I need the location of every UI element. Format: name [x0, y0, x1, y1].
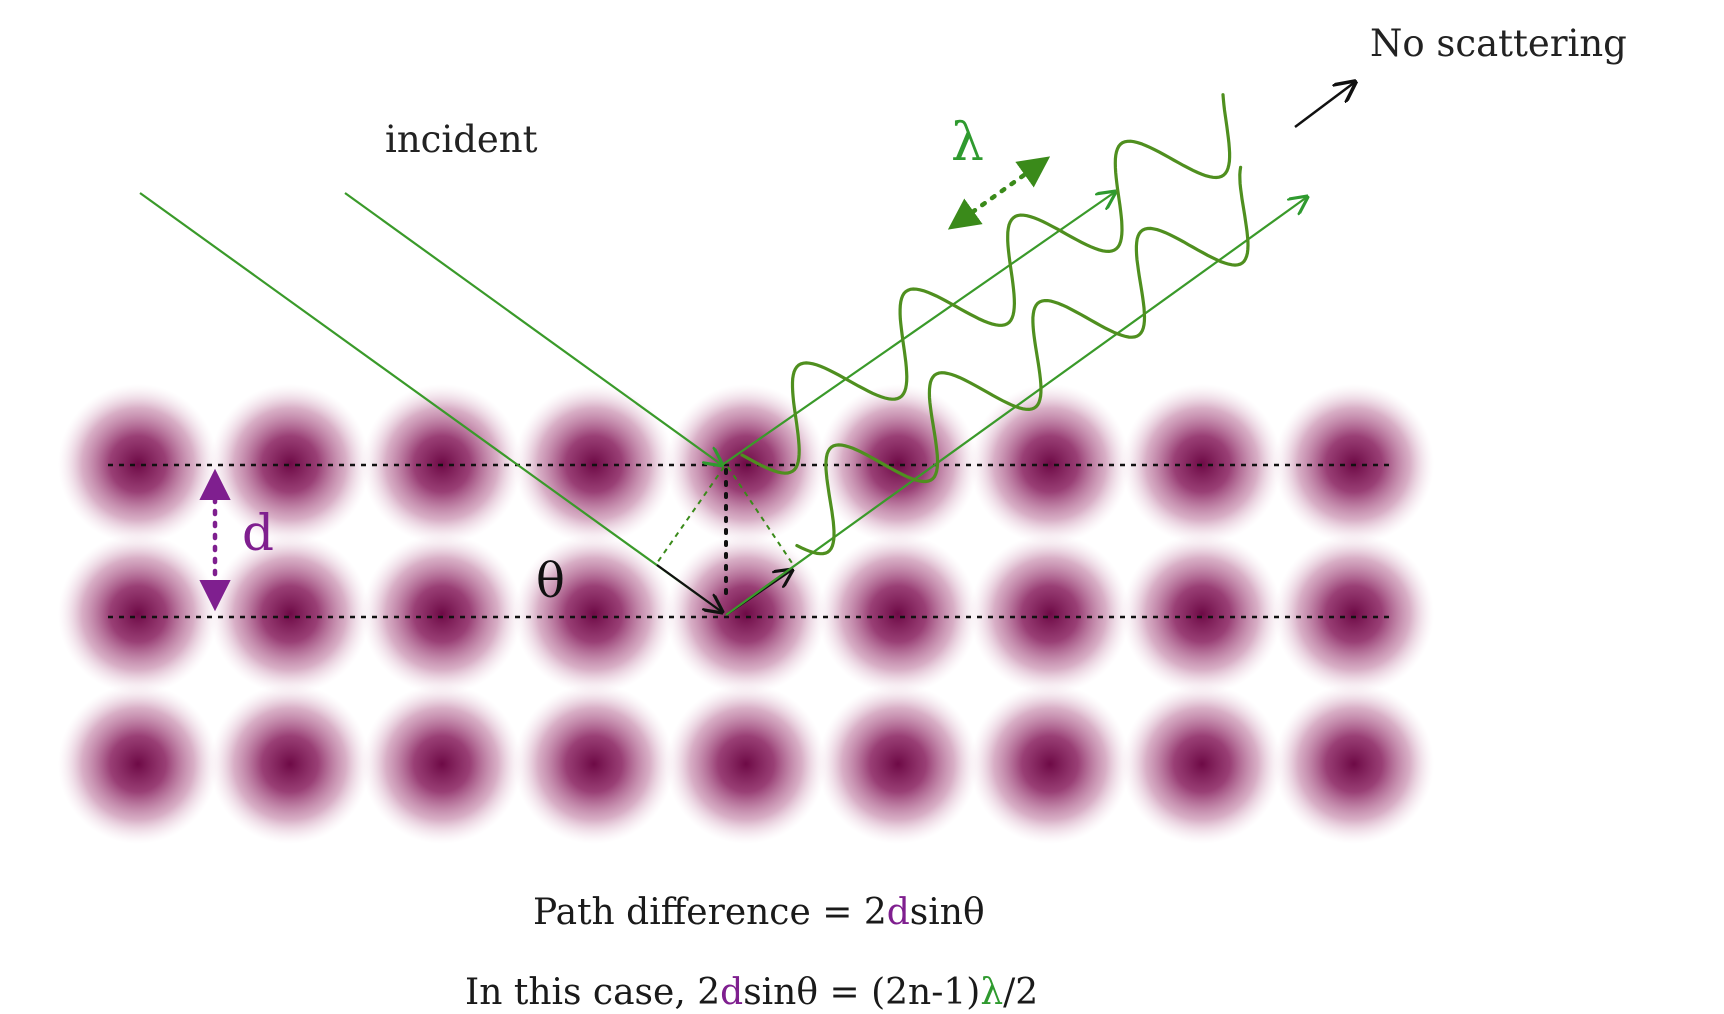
scattered-wave-2 [795, 165, 1250, 556]
condition-middle: sinθ = (2n-1) [743, 972, 980, 1013]
condition-formula: In this case, 2dsinθ = (2n-1)λ/2 [465, 972, 1038, 1013]
atom [210, 534, 370, 694]
atom [1122, 534, 1282, 694]
atom [362, 534, 522, 694]
condition-lambda: λ [980, 972, 1003, 1013]
atom [666, 684, 826, 844]
atom [58, 684, 218, 844]
scattered-ray-1 [721, 192, 1115, 466]
atom [970, 534, 1130, 694]
atom [362, 684, 522, 844]
double-arrow-lambda-icon [947, 156, 1051, 230]
atom [58, 384, 218, 544]
atom [210, 684, 370, 844]
d-label: d [242, 504, 274, 562]
atom [818, 384, 978, 544]
path-difference-d: d [887, 892, 910, 933]
atom [514, 684, 674, 844]
atom [210, 384, 370, 544]
atom [58, 534, 218, 694]
theta-label: θ [536, 553, 565, 609]
atom [970, 684, 1130, 844]
path-difference-suffix: sinθ [910, 892, 985, 933]
lambda-label: λ [951, 113, 984, 173]
atom [818, 684, 978, 844]
condition-prefix: In this case, 2 [465, 972, 720, 1013]
outgoing-arrow-icon [1294, 82, 1355, 128]
path-difference-formula: Path difference = 2dsinθ [533, 892, 985, 933]
atom [666, 534, 826, 694]
scattered-wave-1 [740, 93, 1232, 475]
path-difference-prefix: Path difference = 2 [533, 892, 887, 933]
condition-suffix: /2 [1003, 972, 1038, 1013]
atom [970, 384, 1130, 544]
atom-lattice [58, 384, 1434, 844]
path-difference-in-segment [656, 564, 722, 612]
incident-label: incident [385, 118, 538, 161]
atom [514, 534, 674, 694]
incident-ray-2 [139, 192, 722, 612]
atom [1274, 534, 1434, 694]
incident-ray-1 [344, 192, 722, 465]
condition-d: d [720, 972, 743, 1013]
no-scattering-label: No scattering [1370, 22, 1627, 65]
atom [1122, 684, 1282, 844]
atom [818, 534, 978, 694]
atom [1274, 684, 1434, 844]
